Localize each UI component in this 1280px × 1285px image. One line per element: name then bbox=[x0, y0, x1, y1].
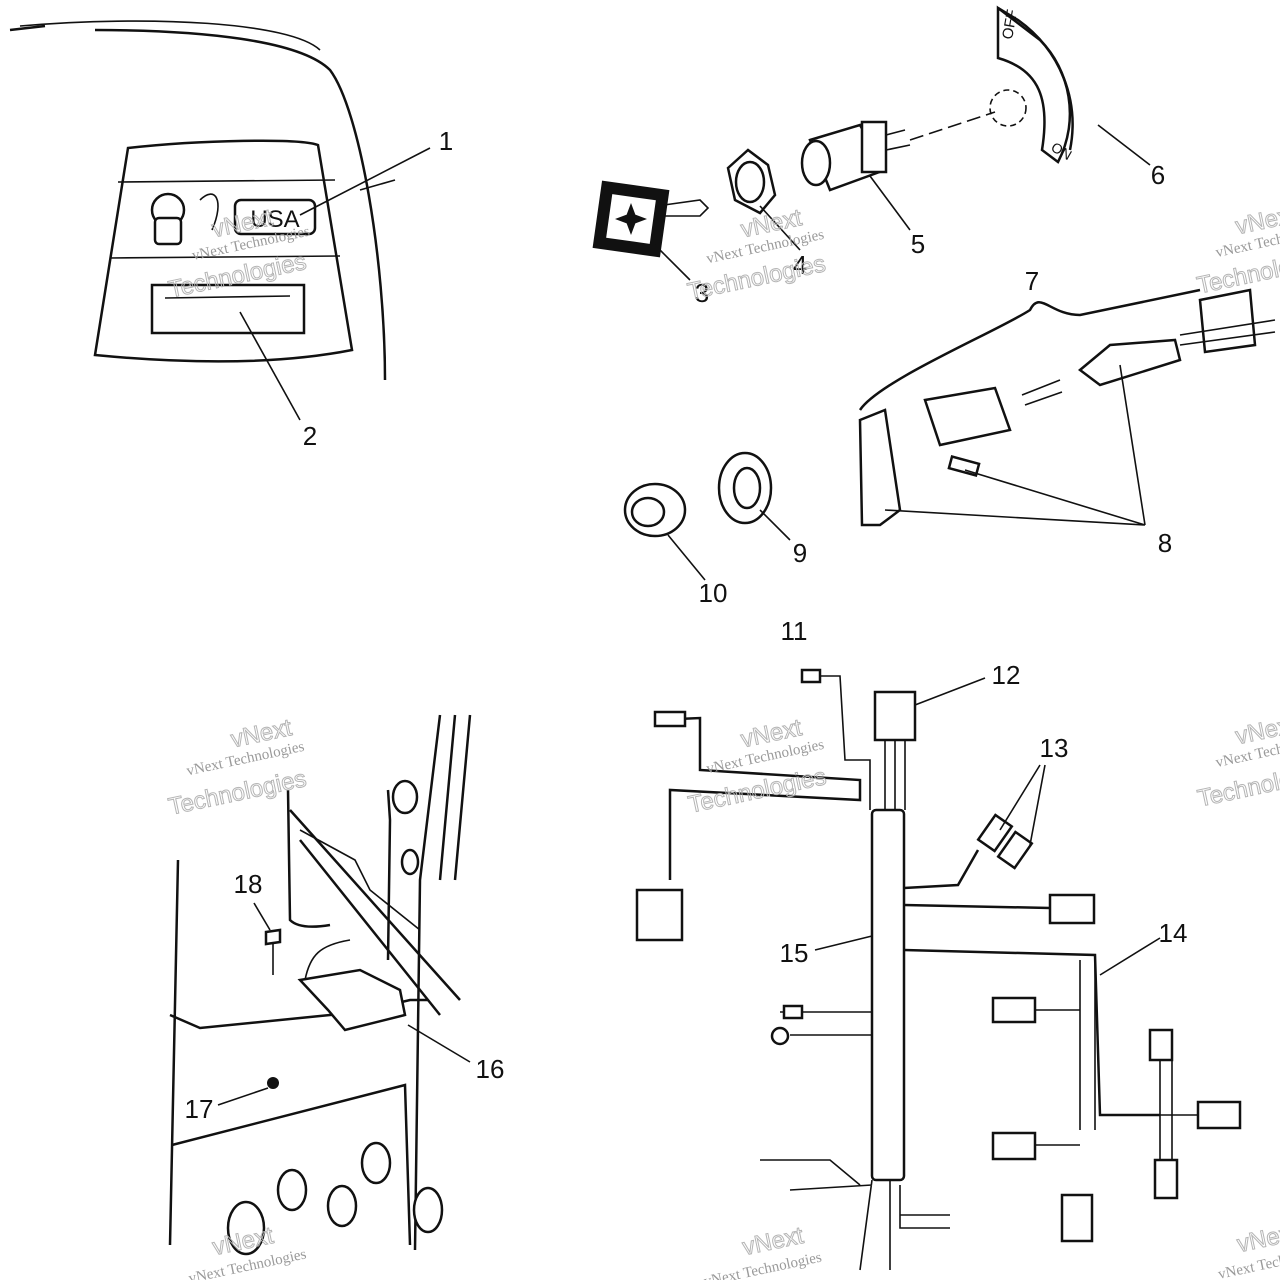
dash-key-switch bbox=[150, 192, 219, 246]
retainer-ring bbox=[623, 482, 687, 538]
throttle-assembly bbox=[858, 288, 1276, 527]
callout-7: 7 bbox=[1025, 266, 1039, 296]
callout-1: 1 bbox=[439, 126, 453, 156]
callout-8: 8 bbox=[1158, 528, 1172, 558]
key-cap bbox=[592, 180, 710, 258]
svg-text:vNext: vNext bbox=[1235, 1219, 1280, 1258]
lock-washer bbox=[717, 451, 773, 525]
callout-6: 6 bbox=[1151, 160, 1165, 190]
callout-18: 18 bbox=[234, 869, 263, 899]
usa-badge: USA bbox=[233, 198, 317, 236]
callout-16: 16 bbox=[476, 1054, 505, 1084]
callout-13: 13 bbox=[1040, 733, 1069, 763]
watermark-e: vNext vNext Technologies Technologies bbox=[685, 714, 829, 820]
callout-3: 3 bbox=[695, 278, 709, 308]
callout-5: 5 bbox=[911, 229, 925, 259]
callout-4: 4 bbox=[793, 250, 807, 280]
watermark-c: vNext vNext Technologies Technologies bbox=[1194, 200, 1280, 300]
warning-decal bbox=[150, 283, 306, 335]
hex-nut-small bbox=[267, 1077, 279, 1089]
front-body-panel bbox=[168, 714, 472, 1256]
switch-off-label: OFF bbox=[999, 8, 1021, 40]
watermark-i: vNext vNext Technologies bbox=[1217, 1218, 1280, 1282]
callout-2: 2 bbox=[303, 421, 317, 451]
watermark-d: vNext vNext Technologies Technologies bbox=[166, 714, 310, 822]
leader-lines bbox=[217, 124, 1161, 1106]
usa-badge-text: USA bbox=[250, 206, 299, 233]
mounting-screw bbox=[264, 928, 282, 975]
hex-nut bbox=[726, 148, 777, 215]
callout-10: 10 bbox=[699, 578, 728, 608]
callout-9: 9 bbox=[793, 538, 807, 568]
callout-12: 12 bbox=[992, 660, 1021, 690]
dashboard-panel bbox=[9, 20, 396, 381]
ignition-switch bbox=[800, 120, 911, 192]
switch-plate: OFF ON bbox=[909, 5, 1075, 164]
callout-numbers: 1 2 3 4 5 6 7 8 9 10 11 12 13 14 15 16 1… bbox=[185, 126, 1188, 1124]
callout-17: 17 bbox=[185, 1094, 214, 1124]
wiring-harness bbox=[635, 668, 1242, 1271]
callout-14: 14 bbox=[1159, 918, 1188, 948]
callout-11: 11 bbox=[781, 616, 808, 646]
watermark-f: vNext vNext Technologies Technologies bbox=[1195, 710, 1280, 812]
callout-15: 15 bbox=[780, 938, 809, 968]
watermark-h: vNext vNext Technologies bbox=[703, 1221, 824, 1285]
